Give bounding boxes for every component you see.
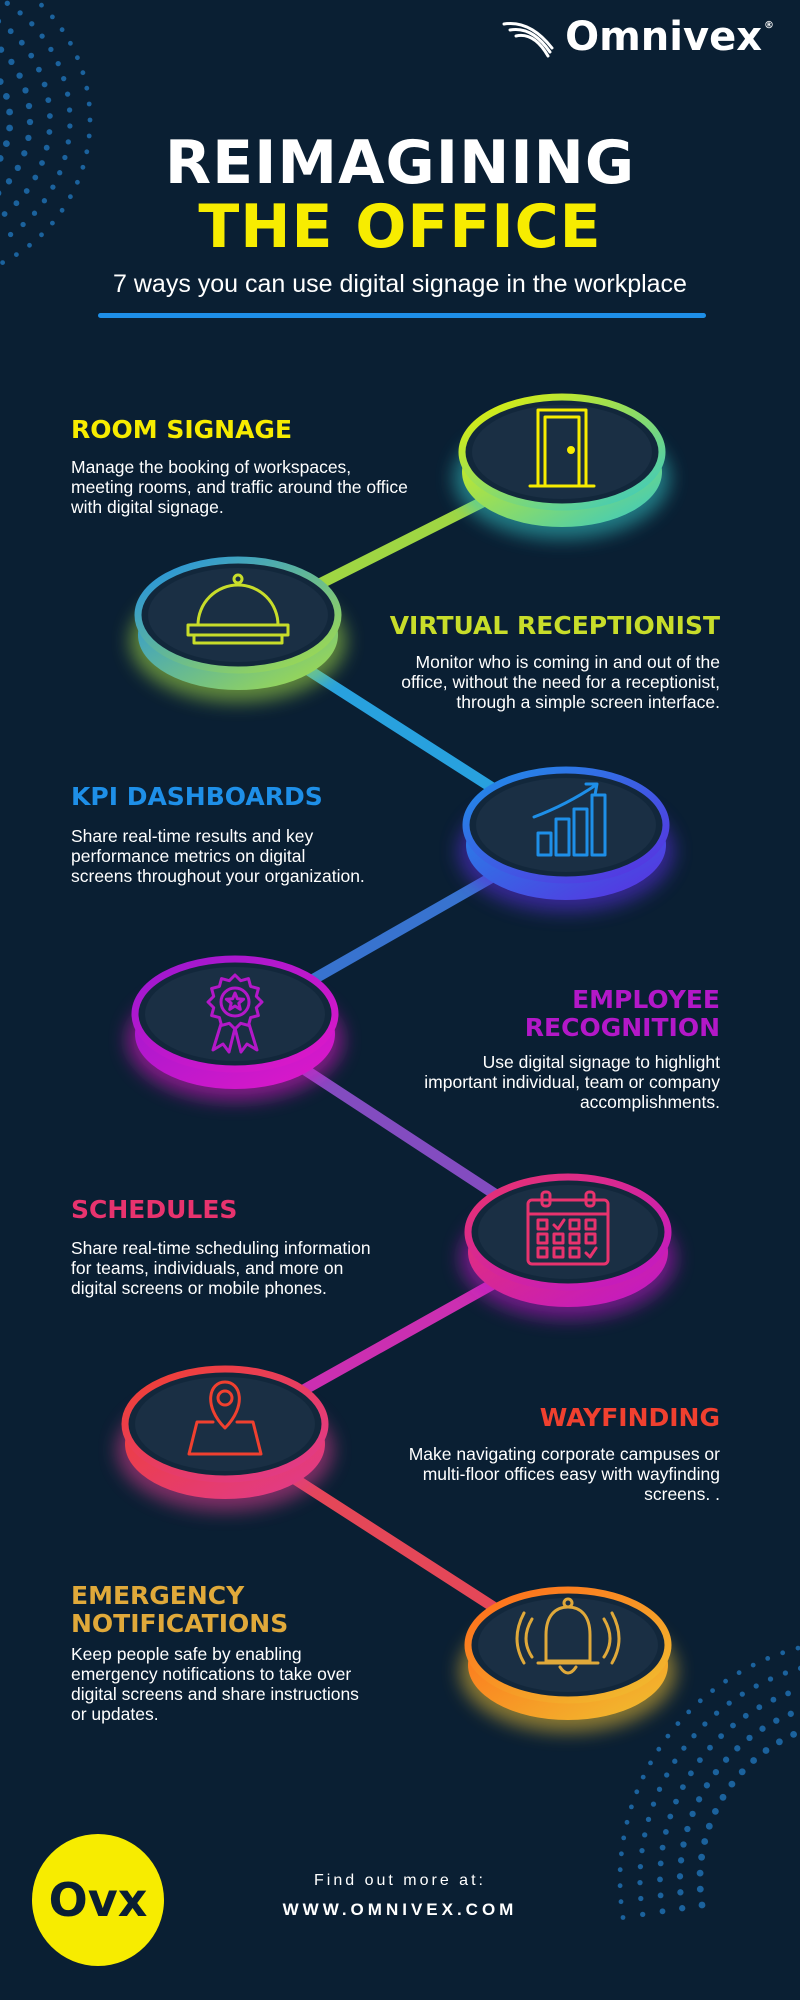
map-pin-icon — [187, 1380, 263, 1456]
award-ribbon-icon — [206, 973, 264, 1054]
section-title-emergency-notifications: EMERGENCY NOTIFICATIONS — [71, 1581, 289, 1638]
disc-calendar — [460, 1173, 676, 1319]
section-title-virtual-receptionist: VIRTUAL RECEPTIONIST — [389, 611, 720, 640]
section-title-schedules: SCHEDULES — [71, 1195, 238, 1224]
disc-award-ribbon — [127, 955, 343, 1101]
footer-cta: Find out more at: — [314, 1872, 486, 1889]
bottom-right-dot-arc — [617, 1645, 800, 1920]
page-title-line1: REIMAGINING — [164, 128, 636, 198]
section-desc-kpi-dashboards: Share real-time results and key performa… — [71, 826, 365, 886]
ovx-badge — [32, 1834, 164, 1966]
bar-chart-icon — [532, 782, 607, 857]
alarm-bell-icon — [515, 1597, 621, 1675]
title-divider — [98, 313, 706, 318]
page-subtitle: 7 ways you can use digital signage in th… — [113, 270, 687, 298]
page-title-line2: THE OFFICE — [198, 192, 602, 262]
ovx-badge-text: Ovx — [48, 1873, 148, 1927]
section-desc-employee-recognition: Use digital signage to highlight importa… — [424, 1052, 720, 1112]
section-desc-room-signage: Manage the booking of workspaces, meetin… — [71, 457, 408, 517]
registered-mark: ® — [764, 20, 774, 31]
section-desc-schedules: Share real-time scheduling information f… — [71, 1238, 371, 1298]
calendar-icon — [526, 1190, 610, 1266]
brand-name: Omnivex — [565, 14, 762, 60]
service-bell-icon — [186, 573, 290, 645]
section-desc-emergency-notifications: Keep people safe by enabling emergency n… — [71, 1644, 359, 1724]
disc-map-pin — [117, 1365, 333, 1511]
step-discs — [117, 393, 676, 1732]
section-title-kpi-dashboards: KPI DASHBOARDS — [71, 782, 323, 811]
footer-url-link[interactable]: WWW.OMNIVEX.COM — [282, 1900, 518, 1919]
omnivex-swoosh-icon — [502, 22, 554, 58]
section-title-room-signage: ROOM SIGNAGE — [71, 415, 293, 444]
disc-alarm-bell — [460, 1586, 676, 1732]
disc-service-bell — [130, 556, 346, 702]
brand-logo: Omnivex® — [565, 14, 774, 60]
section-title-employee-recognition: EMPLOYEE RECOGNITION — [524, 985, 720, 1042]
door-icon — [528, 408, 596, 488]
disc-door — [454, 393, 670, 539]
section-title-wayfinding: WAYFINDING — [539, 1403, 720, 1432]
disc-bar-chart — [458, 766, 674, 912]
section-desc-wayfinding: Make navigating corporate campuses or mu… — [408, 1444, 720, 1504]
section-desc-virtual-receptionist: Monitor who is coming in and out of the … — [401, 652, 720, 712]
top-left-dot-arc — [0, 0, 93, 265]
